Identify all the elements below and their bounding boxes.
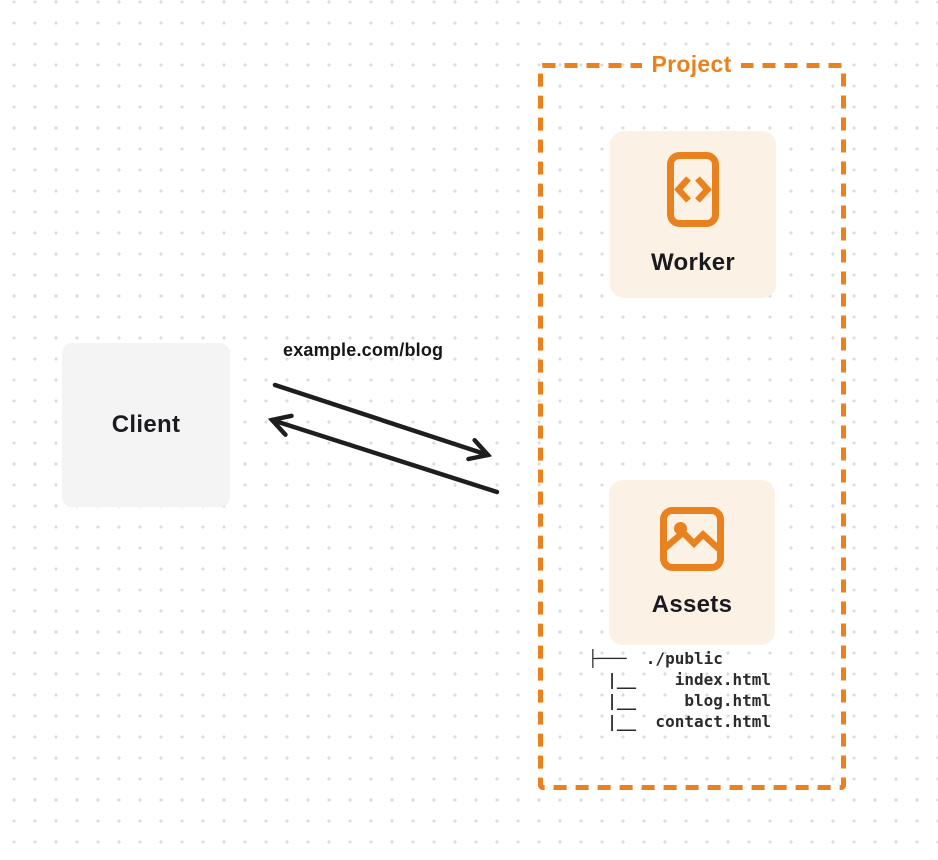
worker-node: Worker <box>610 131 776 298</box>
project-dashed-border <box>538 63 846 790</box>
response-arrow <box>272 420 500 495</box>
worker-label: Worker <box>650 249 736 276</box>
client-label: Client <box>111 411 181 438</box>
image-icon <box>660 506 724 571</box>
request-arrow <box>272 382 488 455</box>
arrows-layer <box>258 382 500 495</box>
assets-label: Assets <box>651 590 733 618</box>
assets-node: Assets <box>609 480 775 645</box>
client-node: Client <box>62 343 230 507</box>
code-file-icon <box>667 152 719 227</box>
assets-file-tree: ├─── ./public |__ index.html |__ blog.ht… <box>588 649 772 731</box>
request-url-label: example.com/blog <box>283 340 444 360</box>
project-label: Project <box>642 50 741 78</box>
project-label-wrap: Project <box>540 50 843 78</box>
project-boundary <box>538 63 846 790</box>
